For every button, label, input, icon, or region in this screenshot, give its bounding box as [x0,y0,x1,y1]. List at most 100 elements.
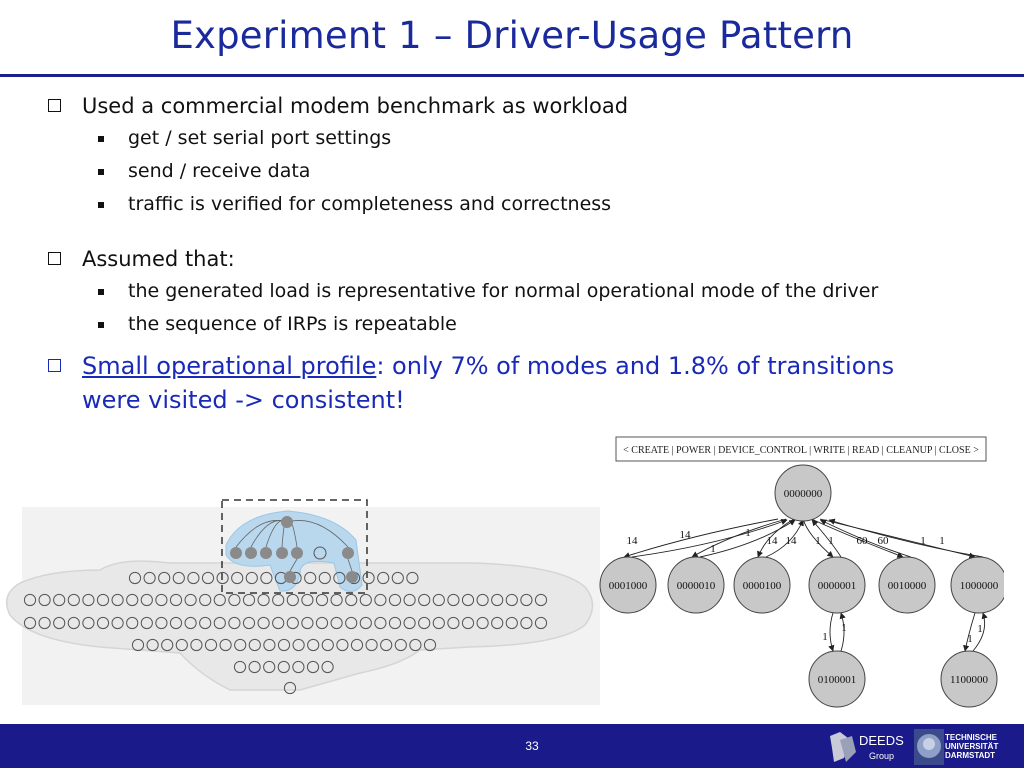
transition-edge [828,612,835,652]
mode-circle [321,638,334,652]
mode-circle [476,616,489,630]
mode-node [808,556,866,614]
mode-circle [409,638,422,652]
visited-node [346,571,358,583]
visited-node [342,547,354,559]
mode-circle [38,616,51,630]
mode-circle [406,571,419,585]
mode-node-label: 0001000 [609,580,648,592]
visited-node [276,547,288,559]
mode-circle [362,571,375,585]
mode-node-label: 0010000 [888,580,927,592]
mode-circle [321,660,334,674]
mode-circle [286,616,299,630]
mode-circle [228,593,241,607]
mode-circle [140,593,153,607]
mode-circle [248,638,261,652]
sub-bullet: send / receive data [46,155,1006,188]
mode-circle [233,660,247,674]
edge-count-label: 1 [815,535,821,547]
bullet-text: Used a commercial modem benchmark as wor… [82,94,629,118]
mode-circle [423,638,437,652]
mode-circle [491,593,504,607]
mode-circle [307,638,320,652]
visited-node [291,547,303,559]
mode-circle [140,616,153,630]
bullet-operational-profile: Small operational profile: only 7% of mo… [46,349,1006,417]
transition-edge [631,518,788,558]
transition-edge [691,518,787,558]
mode-space-blob [5,560,594,691]
transition-graph: < CREATE | POWER | DEVICE_CONTROL | WRIT… [599,436,1004,708]
mode-space-diagram [5,499,600,705]
mode-circle [155,593,168,607]
mode-circle [263,638,276,652]
mode-circle [38,593,51,607]
transition-edge [828,518,984,558]
transition-edge [757,518,795,558]
mode-circle [286,593,299,607]
mode-circle [67,593,80,607]
mode-node [808,650,866,708]
mode-circle [184,616,197,630]
mode-circle [432,593,445,607]
mode-circle [388,616,402,630]
deeds-logo-icon [830,732,856,762]
mode-circle [374,616,387,630]
mode-circle [359,593,372,607]
mode-circle [131,638,145,652]
mode-node [940,650,998,708]
mode-circle [169,616,183,630]
mode-circle [158,571,171,585]
mode-circle [359,616,372,630]
square-bullet-icon [98,136,104,142]
mode-circle [505,616,518,630]
edge-count-label: 1 [977,623,983,635]
mode-circle [277,638,291,652]
mode-circle [190,638,203,652]
mode-circle [23,593,37,607]
mode-circle [350,638,364,652]
mode-circle [128,571,142,585]
edge-count-label: 60 [857,535,869,547]
edge-count-label: 14 [767,535,779,547]
sub-bullet-text: traffic is verified for completeness and… [128,193,612,215]
visited-node [230,547,242,559]
mode-node [599,556,657,614]
mode-circle [245,571,258,585]
mode-circle [380,638,393,652]
mode-circle [418,593,431,607]
sub-bullet: traffic is verified for completeness and… [46,188,1006,221]
mode-circle [403,593,416,607]
mode-circle [365,638,378,652]
mode-node-label: 1100000 [950,674,989,686]
square-bullet-icon [98,322,104,328]
mode-circle [263,660,276,674]
mode-circle [96,593,110,607]
highlight-text-line2: were visited -> consistent! [82,386,405,414]
mode-circle [234,638,247,652]
sub-bullet-text: send / receive data [128,160,311,182]
edge-count-label: 1 [745,527,751,539]
mode-circle [272,616,285,630]
mode-circle [391,571,404,585]
edge-count-label: 14 [680,529,692,541]
sub-bullet-text: get / set serial port settings [128,127,392,149]
transition-edge [699,519,796,558]
operational-profile-link[interactable]: Small operational profile [82,352,377,380]
transition-edge [811,518,904,558]
mode-circle [330,593,343,607]
mode-circle [23,616,37,630]
mode-circle [333,571,346,585]
mode-circle [126,593,139,607]
mode-circle [336,638,349,652]
mode-circle [394,638,407,652]
mode-circle [126,616,139,630]
mode-circle [388,593,402,607]
checkbox-bullet-icon [48,252,61,265]
visited-node [260,547,272,559]
mode-circle [447,616,460,630]
bullet-list: Used a commercial modem benchmark as wor… [46,90,1006,417]
transition-edge [765,519,804,558]
mode-circle [534,616,548,630]
